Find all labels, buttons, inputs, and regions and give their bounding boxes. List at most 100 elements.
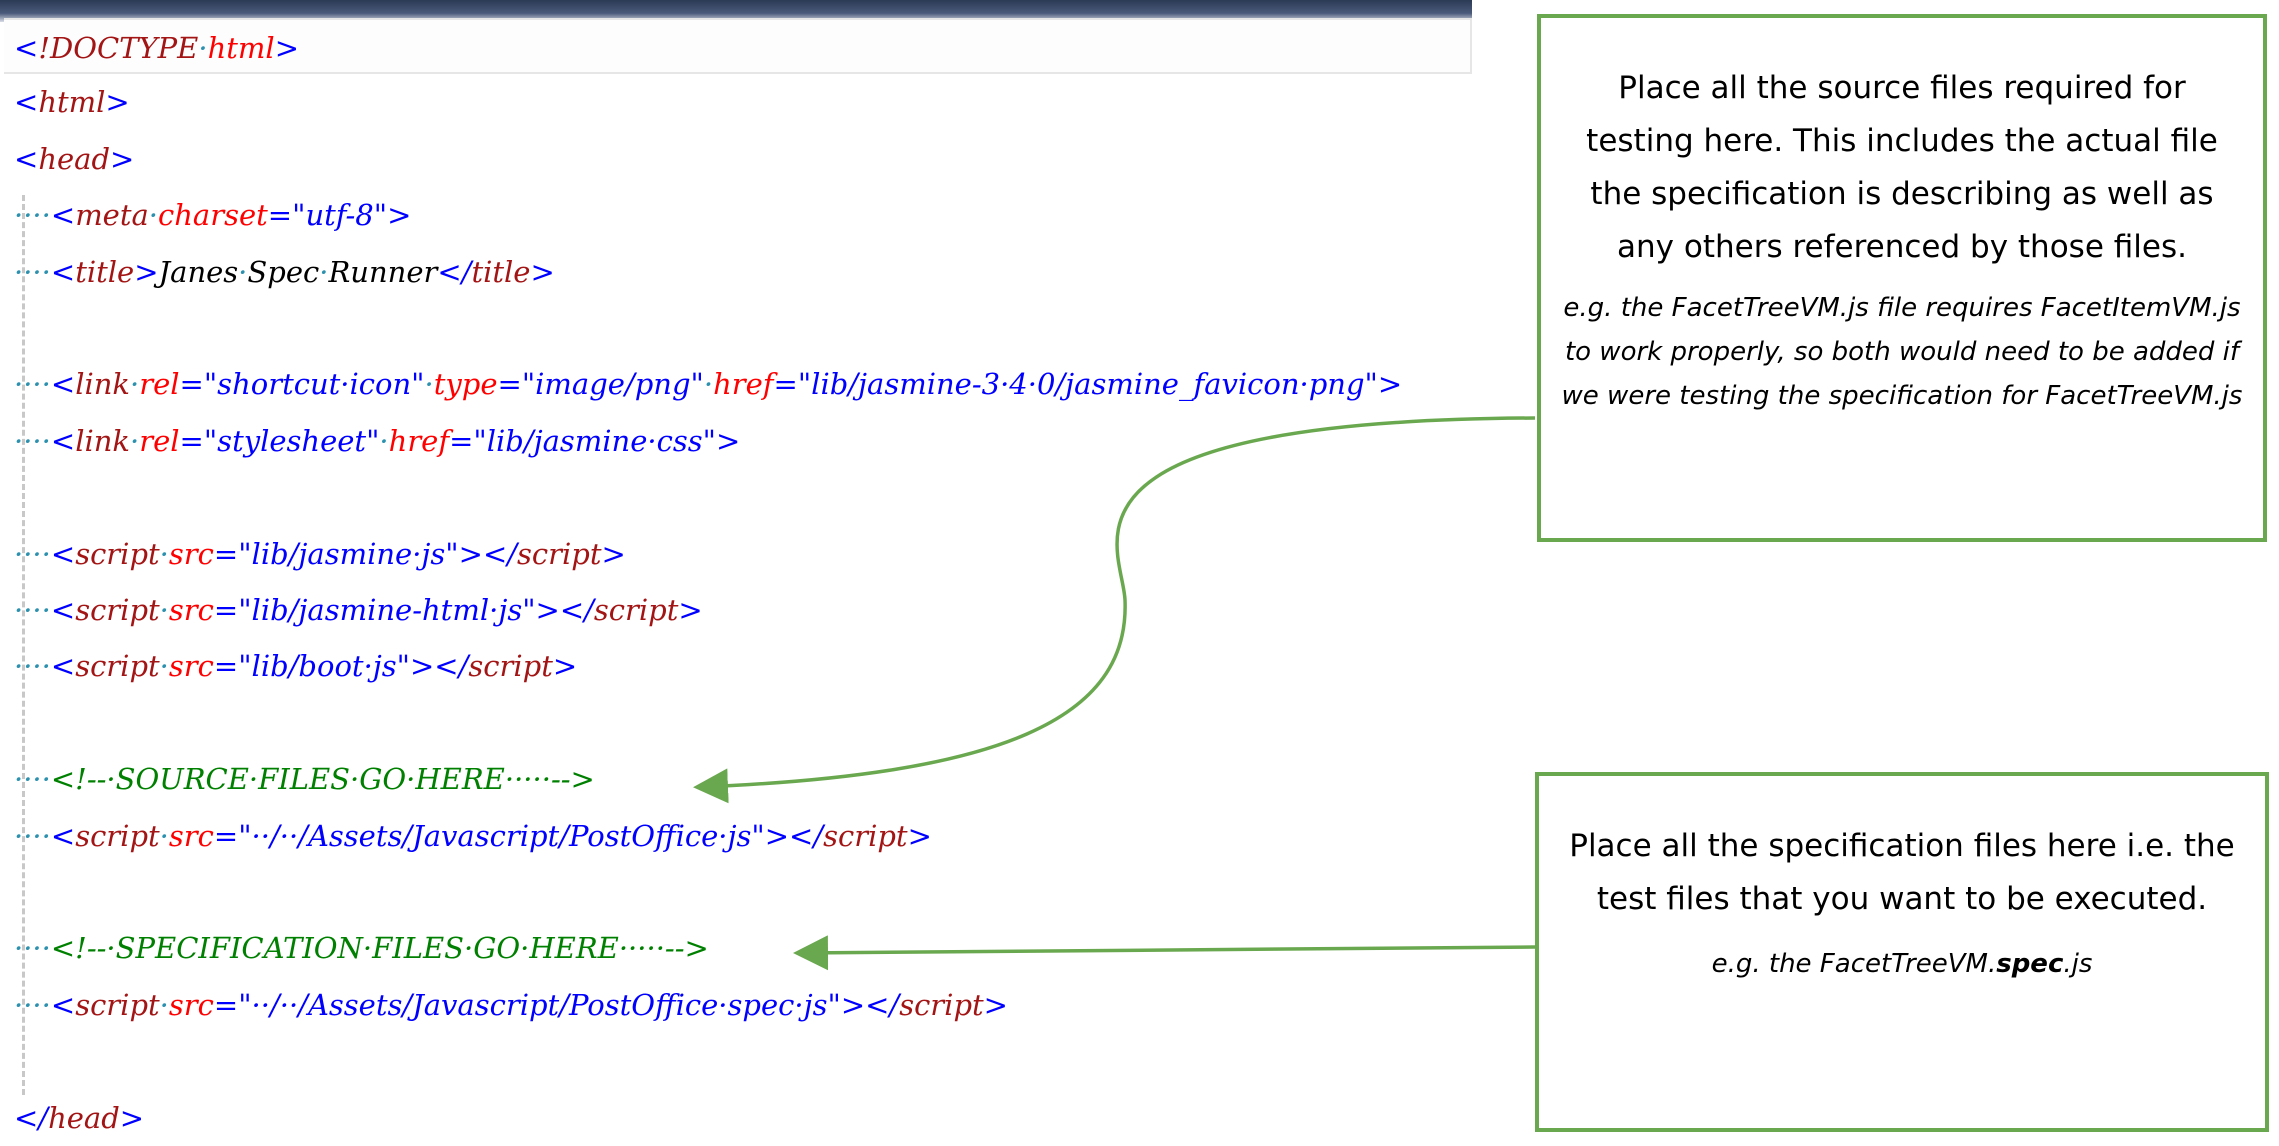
code-token-punc: = (773, 367, 798, 402)
code-line: ····<!--·SOURCE·FILES·GO·HERE·····--> (14, 751, 595, 807)
indent-guide (22, 195, 25, 1095)
code-line: <head> (14, 131, 134, 187)
code-token-ws: · (198, 31, 208, 65)
code-token-str: "lib/jasmine-html·js" (238, 593, 536, 627)
code-token-punc: = (213, 987, 239, 1022)
code-token-punc: < (50, 818, 76, 853)
code-token-ws: · (424, 367, 434, 402)
code-token-tag: html (38, 85, 106, 120)
code-token-text: Runner (328, 254, 438, 289)
code-token-punc: > (1377, 367, 1403, 402)
code-line: <!DOCTYPE·html> (4, 18, 1472, 74)
code-token-tag: script (823, 818, 908, 853)
code-line: ····<script·src="··/··/Assets/Javascript… (14, 977, 1008, 1033)
code-token-str: "image/png" (521, 367, 704, 402)
code-token-attr: type (433, 367, 498, 402)
spec-example-bold: spec (1996, 949, 2064, 979)
code-token-punc: < (50, 254, 76, 289)
code-token-attr: href (388, 423, 450, 458)
code-token-ws: ···· (14, 593, 51, 627)
code-token-ws: ···· (14, 649, 51, 684)
code-token-punc: < (50, 198, 76, 233)
code-token-punc: < (50, 423, 76, 458)
code-token-punc: ></ (458, 536, 518, 571)
code-token-ws: ···· (14, 423, 51, 458)
code-token-ws: · (130, 367, 140, 402)
code-token-tag: head (38, 141, 111, 176)
code-token-punc: </ (437, 254, 472, 289)
code-token-comment: <!--·SOURCE·FILES·GO·HERE·····--> (50, 762, 595, 797)
code-token-attr: href (713, 367, 774, 402)
code-token-punc: = (213, 649, 239, 684)
code-token-ws: · (238, 254, 248, 289)
code-token-punc: = (213, 536, 239, 571)
spec-example-after: .js (2063, 949, 2093, 979)
code-token-punc: ></ (535, 593, 594, 627)
code-token-str: "shortcut·icon" (203, 367, 425, 402)
code-token-str: "stylesheet" (203, 423, 380, 458)
code-token-punc: > (530, 254, 555, 289)
code-token-punc: = (213, 818, 239, 853)
code-token-punc: > (387, 198, 412, 233)
code-token-punc: ></ (840, 987, 900, 1022)
code-token-punc: ></ (764, 818, 824, 853)
code-token-tag: script (75, 593, 160, 627)
code-token-punc: > (274, 31, 299, 65)
code-token-punc: > (907, 818, 932, 853)
code-token-ws: ···· (14, 536, 51, 571)
code-token-punc: ></ (410, 649, 469, 684)
code-token-ws: ···· (14, 367, 51, 402)
code-token-punc: = (179, 367, 204, 402)
code-token-punc: = (267, 198, 293, 233)
code-token-punc: < (14, 31, 39, 65)
code-token-attr: rel (139, 367, 180, 402)
code-token-ws: · (159, 649, 169, 684)
code-token-punc: < (50, 536, 76, 571)
code-token-punc: > (119, 1100, 145, 1135)
code-token-tag: script (899, 987, 984, 1022)
code-line: ····<title>Janes·Spec·Runner</title> (14, 244, 555, 300)
code-token-punc: > (105, 85, 130, 120)
code-token-punc: < (50, 649, 76, 684)
code-token-punc: = (497, 367, 522, 402)
code-token-punc: > (110, 141, 135, 176)
code-line: ····<link·rel="shortcut·icon"·type="imag… (14, 356, 1402, 412)
code-line: ····<script·src="lib/boot·js"></script> (14, 638, 577, 694)
code-token-punc: > (715, 423, 741, 458)
code-token-tag: link (75, 423, 130, 458)
code-token-text: Spec (247, 254, 320, 289)
code-token-punc: > (134, 254, 159, 289)
code-token-ws: ···· (14, 987, 51, 1022)
code-token-punc: > (552, 649, 578, 684)
code-token-tag: !DOCTYPE (38, 31, 199, 65)
code-token-punc: < (50, 367, 76, 402)
code-token-str: "··/··/Assets/Javascript/PostOffice·spec… (238, 987, 841, 1022)
code-token-punc: </ (14, 1100, 49, 1135)
code-token-tag: script (517, 536, 602, 571)
code-token-tag: script (75, 818, 160, 853)
editor-title-bar (0, 0, 1472, 22)
source-callout-text: Place all the source files required for … (1586, 70, 2218, 265)
code-token-tag: script (468, 649, 553, 684)
spec-callout-text: Place all the specification files here i… (1569, 828, 2235, 917)
source-arrow (693, 416, 1536, 804)
code-line: <html> (14, 74, 130, 130)
code-token-str: "lib/boot·js" (238, 649, 410, 684)
source-files-callout: Place all the source files required for … (1537, 14, 2267, 542)
code-token-ws: · (703, 367, 714, 402)
code-token-punc: < (50, 987, 76, 1022)
code-token-punc: = (213, 593, 239, 627)
code-token-ws: · (379, 423, 389, 458)
code-token-punc: = (449, 423, 474, 458)
code-token-punc: = (179, 423, 204, 458)
code-token-str: "utf-8" (292, 198, 388, 233)
code-token-str: "lib/jasmine-3·4·0/jasmine_favicon·png" (797, 367, 1378, 402)
code-token-tag: title (471, 254, 531, 289)
code-token-punc: > (601, 536, 626, 571)
code-token-attr: src (168, 593, 214, 627)
code-token-tag: head (48, 1100, 120, 1135)
code-token-ws: ···· (14, 818, 51, 853)
code-token-ws: · (159, 593, 169, 627)
code-token-ws: · (159, 536, 169, 571)
